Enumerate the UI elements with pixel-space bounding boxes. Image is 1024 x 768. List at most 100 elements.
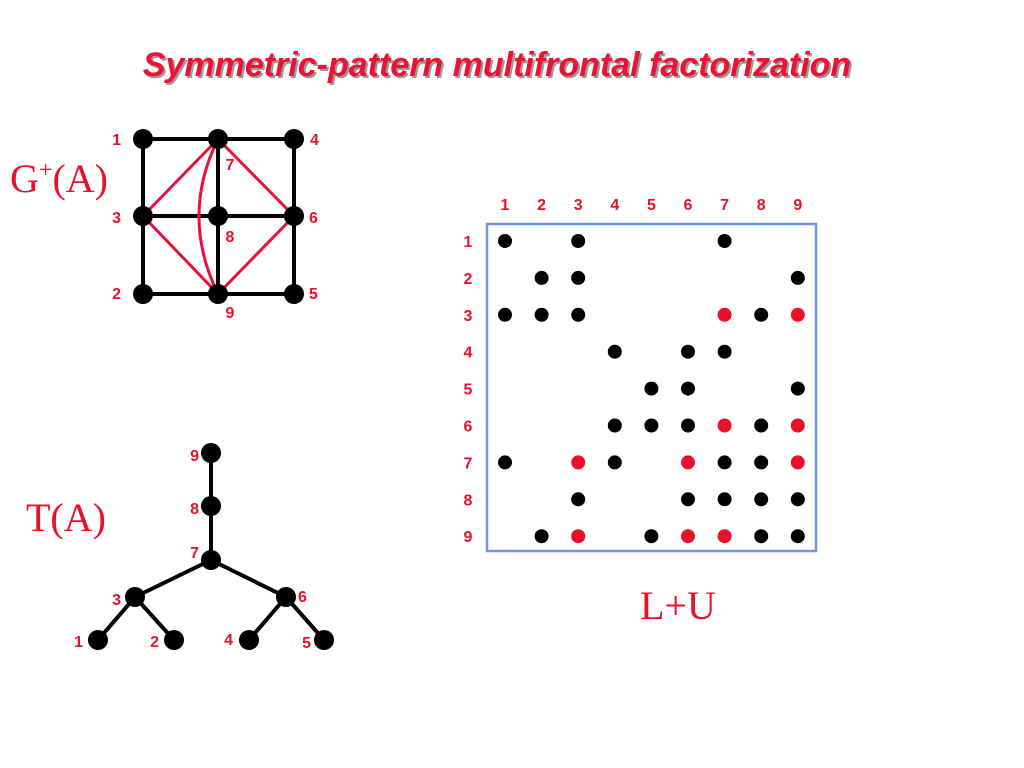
graph-vertex-label: 3 [112, 210, 121, 227]
graph-vertex [133, 284, 153, 304]
tree-node [125, 587, 145, 607]
matrix-nonzero [607, 344, 622, 359]
matrix-nonzero [681, 418, 695, 433]
matrix-label: L+U [640, 583, 716, 628]
matrix-fill-entry [717, 418, 732, 433]
graph-label: G+(A) [10, 155, 108, 202]
matrix-nonzero [717, 344, 732, 359]
matrix-fill-entry [717, 529, 732, 544]
matrix-column-label: 7 [720, 197, 729, 214]
matrix-fill-entry [790, 455, 805, 470]
slide-title: Symmetric-pattern multifrontal factoriza… [142, 46, 852, 84]
tree-node-label: 2 [150, 634, 159, 651]
matrix-column-label: 2 [537, 197, 546, 214]
matrix-nonzero [571, 307, 586, 322]
matrix-nonzero [534, 270, 549, 285]
matrix-row-label: 5 [464, 382, 473, 399]
graph-label-argument: (A) [52, 156, 108, 201]
matrix-nonzero [607, 418, 622, 433]
matrix-column-label: 9 [793, 197, 802, 214]
matrix-frame [485, 222, 818, 553]
graph-label-superscript: + [38, 157, 53, 184]
matrix-nonzero [571, 234, 586, 248]
tree-node [314, 630, 334, 650]
graph-vertex [284, 284, 304, 304]
matrix-column-label: 8 [757, 197, 766, 214]
matrix-column-label: 3 [574, 197, 583, 214]
matrix-nonzero [498, 307, 512, 322]
graph-vertex [284, 206, 304, 226]
matrix-nonzero [534, 529, 549, 544]
tree-label: T(A) [26, 495, 106, 540]
tree-edge [134, 558, 212, 599]
tree-node-label: 3 [112, 592, 121, 609]
matrix-column-label: 1 [501, 197, 510, 214]
matrix-nonzero [754, 418, 769, 433]
matrix-row-label: 3 [464, 308, 473, 325]
matrix-row-label: 8 [464, 492, 473, 509]
matrix-row-label: 6 [464, 419, 473, 436]
matrix-nonzero [754, 455, 769, 470]
tree-edge [210, 558, 287, 599]
matrix-nonzero [571, 270, 586, 285]
matrix-nonzero [717, 234, 732, 248]
matrix-nonzero [790, 529, 805, 544]
tree-node-label: 6 [298, 589, 307, 606]
tree-node [239, 630, 259, 650]
tree-node [201, 443, 221, 463]
matrix-nonzero [754, 492, 769, 507]
matrix-row-label: 1 [464, 234, 473, 251]
tree-node-label: 9 [190, 448, 199, 465]
matrix-nonzero [790, 270, 805, 285]
graph-vertex [208, 129, 228, 149]
matrix-nonzero [717, 455, 732, 470]
elimination-tree: 9 8 7 3 6 1 2 4 5 [74, 443, 334, 652]
graph-vertex-label: 7 [226, 157, 235, 174]
graph-vertex [133, 129, 153, 149]
matrix-nonzero [790, 381, 805, 396]
graph-label-main: G [10, 156, 39, 201]
tree-node [201, 496, 221, 516]
matrix-nonzero [534, 307, 549, 322]
matrix-nonzero [498, 234, 512, 248]
matrix-row-label: 4 [464, 345, 473, 362]
graph-vertex-label: 8 [226, 229, 235, 246]
matrix-row-label: 9 [464, 529, 473, 546]
graph-fill-edge [197, 138, 220, 295]
tree-node-label: 8 [190, 501, 199, 518]
tree-node-label: 5 [302, 635, 311, 652]
graph-vertex [133, 206, 153, 226]
matrix-nonzero [644, 418, 659, 433]
matrix-nonzero [607, 455, 622, 470]
matrix-column-label: 6 [684, 197, 693, 214]
matrix-fill-entry [790, 418, 805, 433]
tree-node [201, 550, 221, 570]
matrix-nonzero [498, 455, 512, 470]
graph-vertex-label: 2 [112, 286, 121, 303]
matrix-row-label: 2 [464, 271, 473, 288]
graph-fill-edge [216, 214, 296, 296]
matrix-column-label: 4 [610, 197, 619, 214]
matrix-fill-entry [681, 455, 695, 470]
graph-fill-edge [141, 214, 220, 296]
graph-vertex-label: 5 [309, 286, 318, 303]
graph-vertex [284, 129, 304, 149]
matrix-nonzero [717, 492, 732, 507]
matrix-fill-entry [790, 307, 805, 322]
tree-node-label: 1 [74, 634, 83, 651]
tree-node-label: 7 [190, 545, 199, 562]
graph-fill-edge [216, 137, 296, 218]
matrix-nonzero [681, 492, 695, 507]
matrix-nonzero [754, 307, 769, 322]
tree-node [164, 630, 184, 650]
matrix-nonzero [790, 492, 805, 507]
matrix-fill-entry [717, 307, 732, 322]
matrix-nonzero [681, 381, 695, 396]
tree-node-label: 4 [224, 632, 233, 649]
matrix-nonzero [754, 529, 769, 544]
tree-node [88, 630, 108, 650]
matrix-nonzero [571, 492, 586, 507]
